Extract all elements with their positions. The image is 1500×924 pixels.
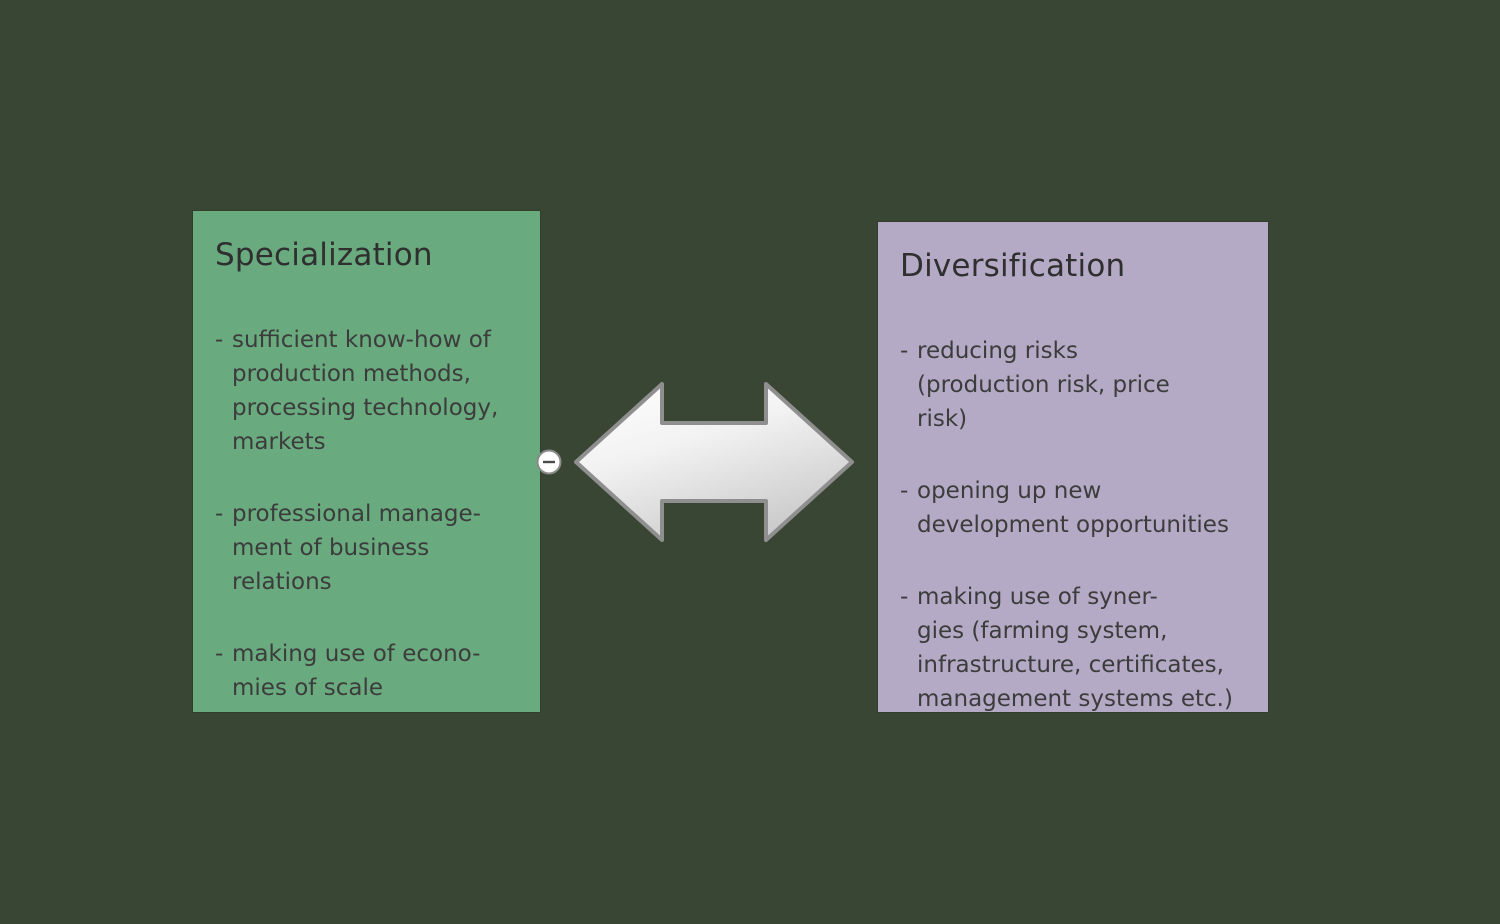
diversification-title: Diversification <box>900 248 1126 284</box>
bullet-text: reducing risks (production risk, price r… <box>917 338 1170 432</box>
list-item: - making use of econo- mies of scale <box>215 637 520 705</box>
list-item: - reducing risks (production risk, price… <box>900 334 1248 436</box>
bullet-text: making use of syner- gies (farming syste… <box>917 584 1233 712</box>
diversification-list: - reducing risks (production risk, price… <box>900 334 1248 716</box>
bullet-marker: - <box>215 641 224 667</box>
list-item: - making use of syner- gies (farming sys… <box>900 580 1248 716</box>
bullet-marker: - <box>900 584 909 610</box>
list-item: - opening up new development opportuniti… <box>900 474 1248 542</box>
bullet-marker: - <box>900 478 909 504</box>
specialization-list: - sufficient know-how of production meth… <box>215 323 520 705</box>
bullet-marker: - <box>215 327 224 353</box>
bullet-text: making use of econo- mies of scale <box>232 641 481 701</box>
connection-point-handle[interactable] <box>535 448 563 476</box>
list-item: - professional manage- ment of business … <box>215 497 520 599</box>
double-arrow-icon <box>574 382 854 542</box>
bullet-text: sufficient know-how of production method… <box>232 327 499 455</box>
bullet-text: opening up new development opportunities <box>917 478 1229 538</box>
bullet-marker: - <box>900 338 909 364</box>
double-arrow-connector[interactable] <box>572 378 856 546</box>
diversification-box[interactable]: Diversification - reducing risks (produc… <box>878 222 1268 712</box>
bullet-marker: - <box>215 501 224 527</box>
minus-icon <box>536 449 562 475</box>
list-item: - sufficient know-how of production meth… <box>215 323 520 459</box>
specialization-title: Specialization <box>215 237 433 273</box>
bullet-text: professional manage- ment of business re… <box>232 501 481 595</box>
specialization-box[interactable]: Specialization - sufficient know-how of … <box>193 211 540 712</box>
